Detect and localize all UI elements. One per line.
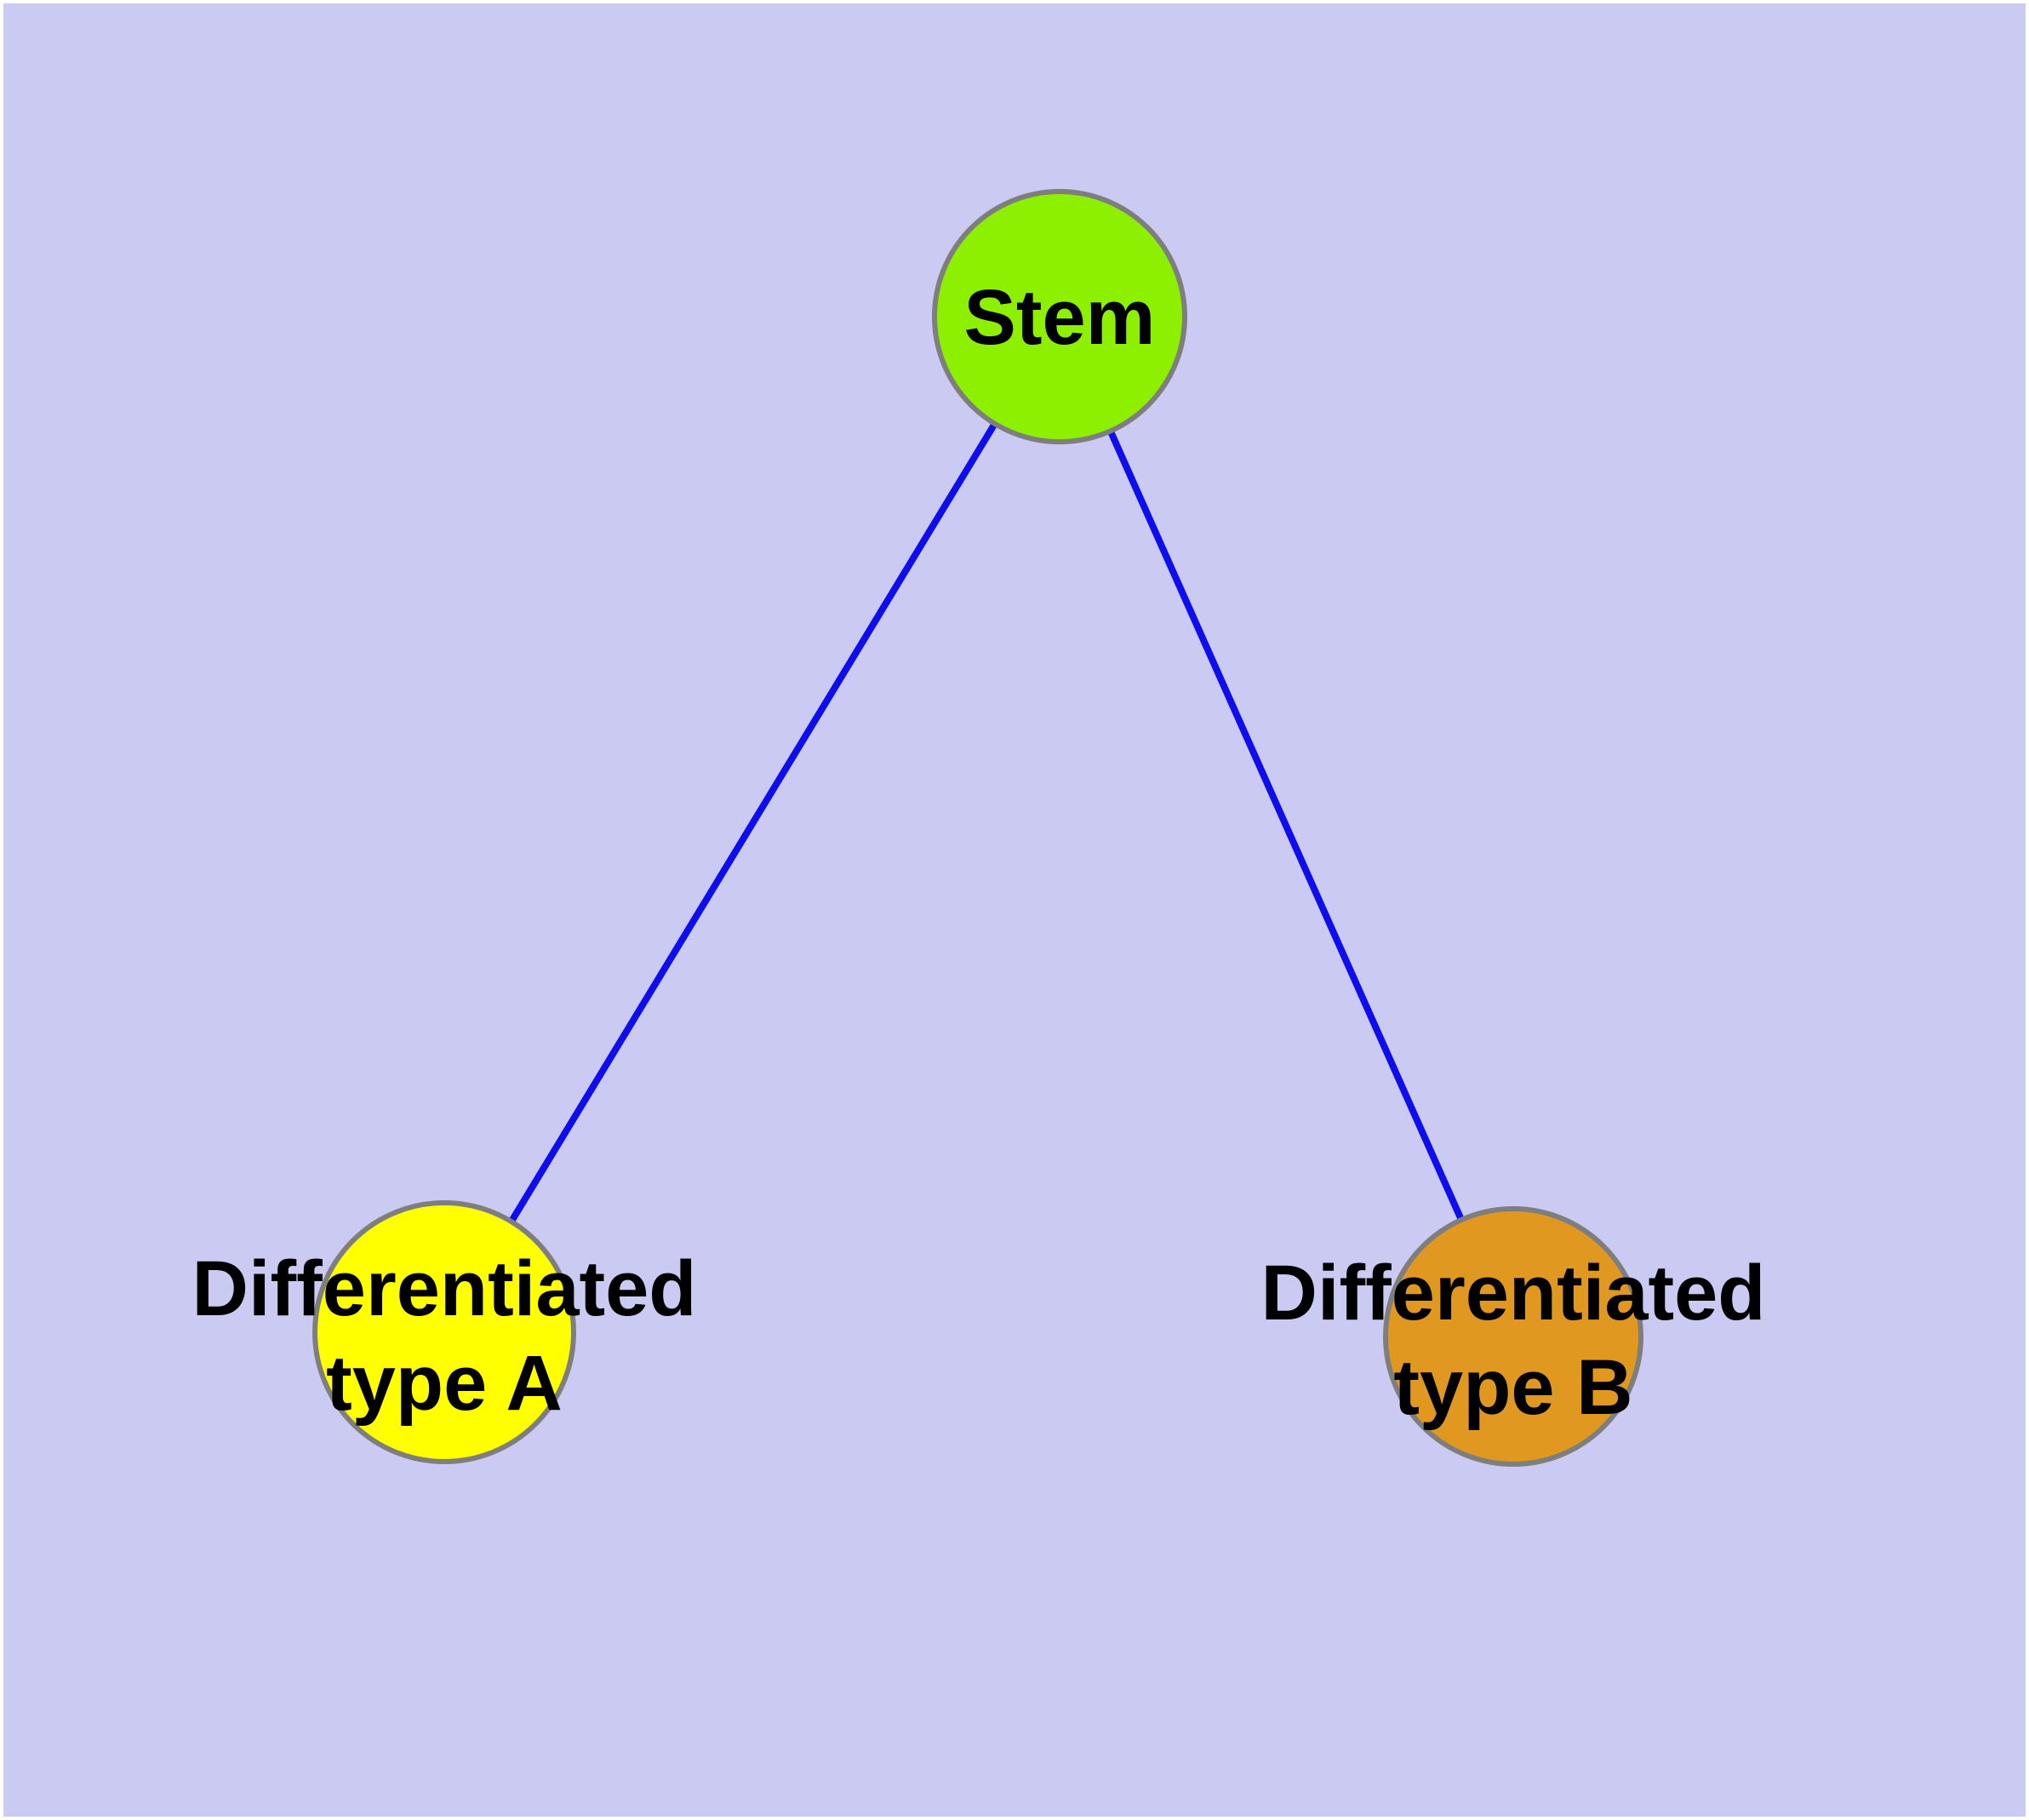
node-label-differentiated-type-a-line2: type A — [326, 1340, 563, 1427]
node-differentiated-type-a — [312, 1200, 576, 1464]
node-label-differentiated-type-b-line2: type B — [1393, 1344, 1632, 1431]
node-label-differentiated-type-a-line1: Differentiated — [192, 1245, 697, 1332]
node-label-stem: Stem — [964, 274, 1156, 361]
node-stem — [932, 189, 1187, 444]
node-label-differentiated-type-b-line1: Differentiated — [1261, 1250, 1766, 1336]
edge-stem-to-differentiated-type-a — [441, 314, 1063, 1335]
node-differentiated-type-b — [1383, 1206, 1643, 1467]
edge-stem-to-differentiated-type-b — [1056, 315, 1517, 1338]
